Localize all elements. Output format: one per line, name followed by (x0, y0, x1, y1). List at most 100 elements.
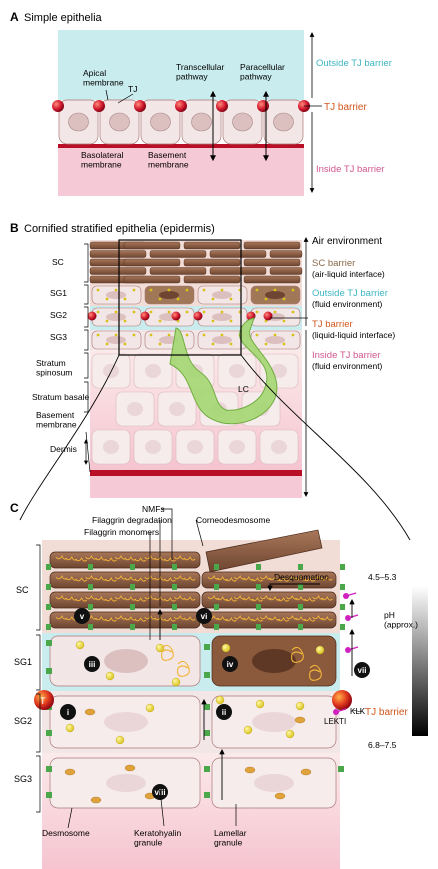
keratin-filament (225, 596, 237, 602)
c-layer-sg1: SG1 (14, 657, 32, 667)
tight-junction-a (216, 100, 228, 112)
keratin-filament (104, 596, 117, 602)
keratin-filament (85, 594, 97, 600)
keratin-filament (134, 576, 147, 582)
sc-corneocyte (183, 275, 241, 284)
sc-corneocyte (201, 611, 337, 629)
cell-nucleus (212, 313, 232, 321)
cell-nucleus (150, 112, 171, 132)
cell-nucleus (109, 112, 130, 132)
keratin-filament (55, 614, 68, 620)
desquamation-label: Desquamation (274, 572, 329, 582)
tj-label: TJ (128, 84, 137, 94)
panel-a-letter: A (10, 10, 19, 24)
desmosome (204, 730, 210, 736)
granule (185, 288, 189, 292)
cell-nucleus (273, 112, 294, 132)
tj-leader (351, 709, 363, 713)
inside-tj-barrier-a: Inside TJ barrier (316, 164, 384, 175)
corneodesmosome (298, 624, 303, 630)
numeral-vii: vii (358, 666, 367, 675)
keratin-filament (65, 595, 78, 601)
filaggrin-degradation-label: Filaggrin degradation (92, 515, 172, 525)
ph-bottom-label: 6.8–7.5 (368, 740, 397, 750)
granule (255, 310, 259, 314)
sc-corneocyte (123, 275, 181, 284)
corneodesmosome (88, 584, 93, 590)
corneodesmosome (214, 624, 219, 630)
corneodesmosome (130, 624, 135, 630)
keratin-filament (144, 594, 157, 600)
keratin-filament (75, 576, 88, 582)
granule (105, 319, 109, 323)
keratohyalin-granule (300, 768, 312, 776)
numeral-badge (222, 656, 238, 672)
panel-c-letter: C (10, 501, 19, 515)
sc-corneocyte (49, 571, 201, 589)
corneodesmosome (88, 564, 93, 570)
corneodesmosome (88, 604, 93, 610)
keratin-filament (164, 556, 176, 562)
granule (211, 342, 215, 346)
granule (229, 297, 233, 301)
keratin-filament (144, 554, 157, 560)
outside-tj-sub: (fluid environment) (312, 299, 383, 309)
keratin-filament (134, 556, 147, 562)
keratin-filament (154, 615, 166, 621)
corneodesmosome (256, 584, 261, 590)
nmfs-label: NMFs (142, 504, 165, 514)
granule (96, 333, 100, 337)
keratin-filament (104, 616, 117, 622)
protease-blade (347, 614, 359, 619)
keratin-filament (75, 556, 88, 562)
cell-nucleus (191, 112, 212, 132)
granule (255, 288, 259, 292)
cell-nucleus (229, 364, 245, 378)
keratin-filament (95, 615, 107, 621)
granule (105, 297, 109, 301)
lamellar-granule (315, 645, 325, 655)
keratin-filament (124, 615, 137, 621)
lamellar-granule (75, 640, 85, 650)
keratohyalin-granule (90, 796, 102, 804)
cell-nucleus (265, 336, 285, 344)
sc-corneocyte (49, 611, 201, 629)
panel-b: B Cornified stratified epithelia (epider… (10, 221, 395, 498)
cell-nucleus (187, 440, 203, 454)
lamellar-granule (215, 695, 225, 705)
sc-corneocyte (123, 241, 181, 250)
lamellar-granule (295, 701, 305, 711)
granule (114, 310, 118, 314)
granule (167, 310, 171, 314)
keratin-filament (114, 594, 127, 600)
desmosome (204, 644, 210, 650)
cell-nucleus (145, 440, 161, 454)
panel-a-title: Simple epithelia (24, 12, 103, 24)
granule (123, 319, 127, 323)
simple-epithelium-cells (52, 99, 310, 145)
corneodesmosome (256, 624, 261, 630)
keratin-filament (104, 576, 117, 582)
corneodesmosome (340, 624, 345, 630)
cell-nucleus (127, 402, 143, 416)
keratin-filament (154, 575, 166, 581)
granule (96, 310, 100, 314)
sc-barrier: SC barrier (312, 258, 355, 269)
granule (202, 288, 206, 292)
cell-nucleus (104, 712, 148, 732)
desmosome (46, 668, 52, 674)
granule (185, 310, 189, 314)
corneodesmosome (298, 564, 303, 570)
granule (220, 310, 224, 314)
keratohyalin-granule (244, 766, 256, 774)
sc-corneocyte (89, 267, 147, 275)
keratin-filament (183, 555, 196, 561)
granule (149, 288, 153, 292)
keratin-filament (164, 616, 176, 622)
ph-label: pH(approx.) (384, 610, 418, 629)
cell-nucleus (252, 649, 296, 673)
